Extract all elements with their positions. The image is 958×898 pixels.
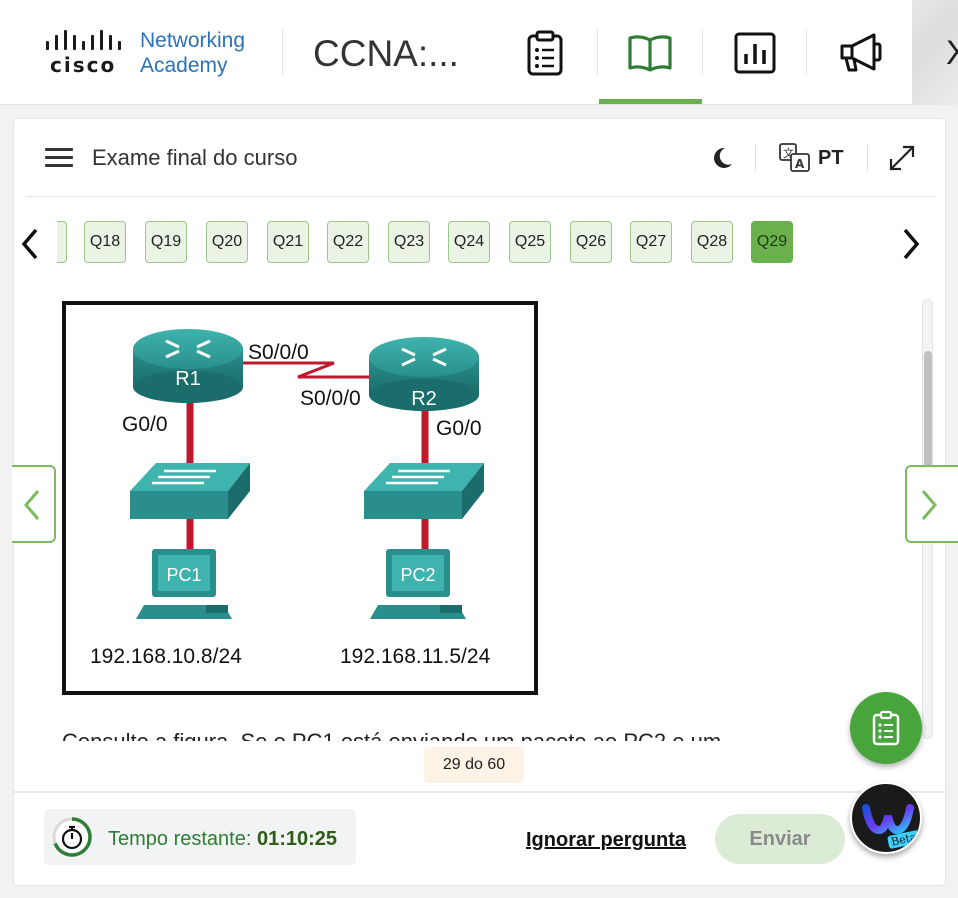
question-button-q26[interactable]: Q26 bbox=[570, 221, 612, 263]
top-navigation-bar: cisco Networking Academy CCNA:... bbox=[0, 0, 958, 105]
question-button-q21[interactable]: Q21 bbox=[267, 221, 309, 263]
header-separator bbox=[26, 196, 935, 197]
header-divider bbox=[867, 145, 868, 171]
timer-value: 01:10:25 bbox=[256, 828, 338, 850]
r2-g00-label: G0/0 bbox=[436, 417, 482, 440]
cisco-logo-text: cisco bbox=[50, 53, 117, 77]
header-overflow-shade bbox=[912, 0, 958, 105]
submit-button[interactable]: Enviar bbox=[715, 814, 845, 864]
pc1-ip-label: 192.168.10.8/24 bbox=[90, 645, 242, 668]
chevron-right-icon bbox=[921, 490, 937, 520]
exam-card: Exame final do curso 文 A PT bbox=[13, 118, 947, 886]
language-selector[interactable]: PT bbox=[818, 147, 844, 169]
exam-title: Exame final do curso bbox=[92, 145, 298, 170]
question-button-q22[interactable]: Q22 bbox=[327, 221, 369, 263]
question-button-q23[interactable]: Q23 bbox=[388, 221, 430, 263]
switch-1 bbox=[130, 463, 250, 519]
question-button-partial[interactable]: 7 bbox=[57, 221, 67, 263]
menu-icon[interactable] bbox=[45, 148, 73, 168]
router-r2: R2 bbox=[369, 337, 479, 411]
router-r1: R1 bbox=[133, 329, 243, 403]
question-button-q24[interactable]: Q24 bbox=[448, 221, 490, 263]
r2-serial-label: S0/0/0 bbox=[300, 387, 361, 410]
pc1-label: PC1 bbox=[166, 565, 201, 585]
pc2-ip-label: 192.168.11.5/24 bbox=[340, 645, 491, 668]
webex-logo-icon bbox=[862, 804, 914, 835]
question-strip-prev-arrow[interactable] bbox=[18, 227, 42, 261]
question-button-q28[interactable]: Q28 bbox=[691, 221, 733, 263]
book-icon[interactable] bbox=[627, 30, 673, 76]
svg-text:A: A bbox=[795, 157, 805, 171]
header-divider bbox=[702, 28, 703, 76]
question-button-q19[interactable]: Q19 bbox=[145, 221, 187, 263]
networking-academy-text: Networking Academy bbox=[140, 29, 246, 77]
clipboard-icon[interactable] bbox=[523, 30, 567, 76]
translate-icon[interactable]: 文 A bbox=[779, 143, 811, 173]
stopwatch-icon bbox=[52, 817, 92, 857]
content-scrollbar-thumb[interactable] bbox=[924, 351, 932, 526]
header-divider bbox=[597, 28, 598, 76]
close-icon[interactable]: X bbox=[946, 34, 958, 72]
header-divider bbox=[806, 28, 807, 76]
webex-assistant-button[interactable]: Beta bbox=[850, 782, 922, 854]
r1-serial-label: S0/0/0 bbox=[248, 341, 309, 364]
question-progress-badge: 29 do 60 bbox=[424, 747, 524, 783]
switch-2 bbox=[364, 463, 484, 519]
svg-text:文: 文 bbox=[783, 146, 794, 160]
pc1: PC1 bbox=[136, 549, 232, 619]
exam-header: Exame final do curso 文 A PT bbox=[14, 119, 947, 197]
question-navigation-strip: 7 Q18 Q19 Q20 Q21 Q22 Q23 Q24 Q25 Q26 Q2… bbox=[57, 221, 857, 265]
footer-separator bbox=[14, 791, 947, 793]
question-strip-next-arrow[interactable] bbox=[899, 227, 923, 261]
header-divider bbox=[755, 145, 756, 171]
timer-label: Tempo restante: 01:10:25 bbox=[108, 828, 338, 850]
megaphone-icon[interactable] bbox=[838, 30, 884, 76]
cisco-networking-academy-logo[interactable]: cisco Networking Academy bbox=[46, 28, 266, 80]
timer-box: Tempo restante: 01:10:25 bbox=[44, 809, 356, 865]
network-topology-figure: R1 R2 S0/0/0 S0/0/0 G0/0 G0/0 bbox=[62, 301, 538, 695]
active-nav-indicator bbox=[599, 99, 702, 104]
next-question-button[interactable] bbox=[905, 465, 958, 543]
header-divider bbox=[282, 28, 283, 76]
course-title[interactable]: CCNA:... bbox=[313, 33, 459, 74]
r1-g00-label: G0/0 bbox=[122, 413, 168, 436]
skip-question-link[interactable]: Ignorar pergunta bbox=[526, 829, 687, 851]
question-button-q18[interactable]: Q18 bbox=[84, 221, 126, 263]
question-button-q29-active[interactable]: Q29 bbox=[751, 221, 793, 263]
r2-label: R2 bbox=[411, 388, 437, 410]
notes-fab-button[interactable] bbox=[850, 692, 922, 764]
bar-chart-icon[interactable] bbox=[733, 30, 777, 76]
chevron-left-icon bbox=[24, 490, 40, 520]
dark-mode-moon-icon[interactable] bbox=[709, 145, 735, 171]
question-text: Consulte a figura. Se o PC1 está enviand… bbox=[62, 725, 862, 741]
pc2: PC2 bbox=[370, 549, 466, 619]
clipboard-icon bbox=[872, 710, 900, 746]
question-button-q25[interactable]: Q25 bbox=[509, 221, 551, 263]
pc2-label: PC2 bbox=[400, 565, 435, 585]
question-button-q20[interactable]: Q20 bbox=[206, 221, 248, 263]
cisco-logo-bars bbox=[46, 30, 130, 50]
r1-label: R1 bbox=[175, 368, 201, 390]
question-button-q27[interactable]: Q27 bbox=[630, 221, 672, 263]
fullscreen-expand-icon[interactable] bbox=[888, 144, 916, 172]
previous-question-button[interactable] bbox=[12, 465, 56, 543]
